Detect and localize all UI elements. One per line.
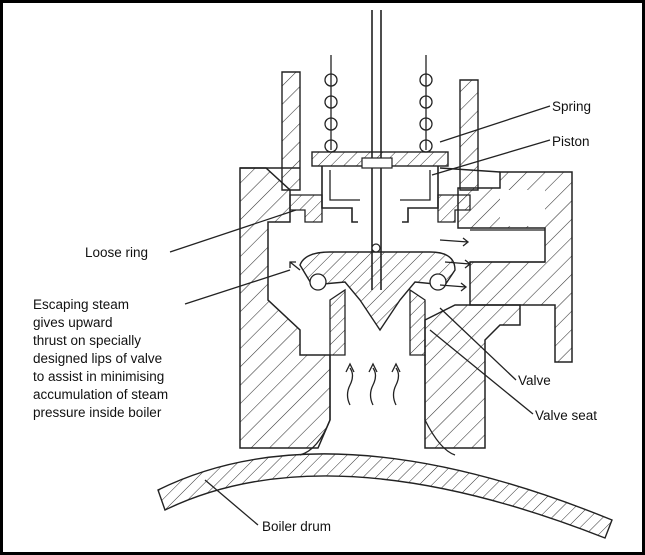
spring-right bbox=[419, 55, 433, 153]
label-escaping-steam-line-7: pressure inside boiler bbox=[33, 405, 162, 420]
leader-lines bbox=[169, 105, 551, 526]
valve-seat bbox=[329, 288, 426, 356]
spring-housing-left bbox=[281, 71, 301, 191]
steam-flow-arrows bbox=[345, 362, 401, 406]
valve-disc bbox=[299, 243, 456, 332]
label-boiler-drum: Boiler drum bbox=[262, 519, 332, 534]
label-escaping-steam-line-6: accumulation of steam bbox=[33, 387, 169, 402]
escaping-steam-arrows bbox=[289, 237, 472, 292]
label-escaping-steam-line-1: Escaping steam bbox=[33, 297, 130, 312]
outlet-passage bbox=[470, 229, 545, 263]
label-valve: Valve bbox=[518, 373, 551, 388]
spring-left bbox=[324, 55, 338, 153]
label-escaping-steam-line-4: designed lips of valve bbox=[33, 351, 163, 366]
neck-fillet bbox=[299, 419, 456, 456]
label-piston: Piston bbox=[552, 134, 590, 149]
label-escaping-steam-line-5: to assist in minimising bbox=[33, 369, 165, 384]
label-escaping-steam-line-3: thrust on specially bbox=[33, 333, 142, 348]
piston bbox=[311, 151, 449, 223]
label-spring: Spring bbox=[552, 99, 592, 114]
label-valve-seat: Valve seat bbox=[535, 408, 598, 423]
boiler-drum bbox=[157, 453, 613, 539]
label-escaping-steam-line-2: gives upward bbox=[33, 315, 113, 330]
loose-ring bbox=[289, 194, 471, 223]
valve-spindle bbox=[371, 10, 382, 290]
label-loose-ring: Loose ring bbox=[85, 245, 149, 260]
neck-bore bbox=[329, 355, 426, 420]
valve-body-right bbox=[424, 171, 573, 449]
